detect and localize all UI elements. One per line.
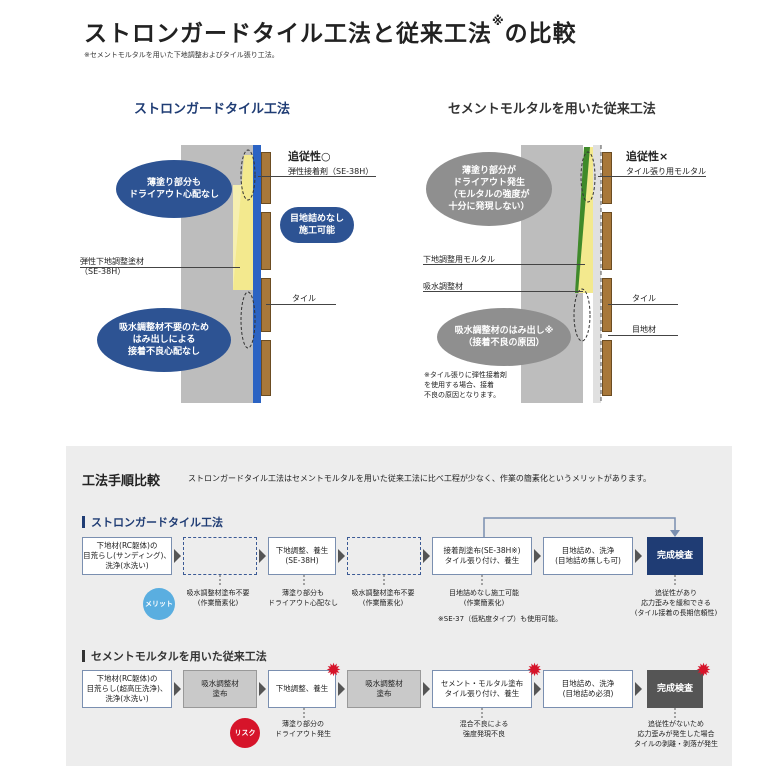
process-panel (66, 446, 732, 766)
left-dash-ellipse-top (240, 149, 256, 201)
row1-note-4: 目地詰めなし施工可能 (作業簡素化) (449, 589, 519, 607)
row1-arrow-3 (338, 549, 345, 563)
merit-badge: メリット (143, 588, 175, 620)
left-oval-top: 薄塗り部分も ドライアウト心配なし (116, 160, 232, 218)
row2-note-2: 混合不良による 強度発現不良 (459, 720, 509, 738)
row2-heading: セメントモルタルを用いた従来工法 (82, 648, 267, 664)
left-tile-line (266, 304, 336, 305)
right-tile-label: タイル (632, 294, 656, 303)
left-wedge (233, 155, 253, 290)
row2-connectors (303, 708, 676, 718)
left-elastic-adhesive (253, 145, 261, 403)
right-tile-2 (602, 212, 612, 270)
row1-arrow-5 (534, 549, 541, 563)
row1-step-1: 下地材(RC躯体)の 目荒らし(サンディング)、 洗浄(水洗い) (82, 537, 172, 575)
row1-step-3: 下地調整、養生 (SE-38H) (268, 537, 336, 575)
right-base-mortar-label: 下地調整用モルタル (423, 255, 495, 264)
left-tile-2 (261, 212, 271, 270)
row1-arrow-1 (174, 549, 181, 563)
left-follow-label: 追従性○ (288, 150, 331, 163)
row1-note-1: 吸水調整材塗布不要 (作業簡素化) (186, 589, 250, 607)
right-heading: セメントモルタルを用いた従来工法 (448, 102, 656, 117)
right-mortar-tile-line (598, 176, 706, 177)
process-title: 工法手順比較 (82, 474, 161, 489)
right-oval-top: 薄塗り部分が ドライアウト発生 （モルタルの強度が 十分に発現しない） (426, 152, 552, 226)
page-title: ストロンガードタイル工法と従来工法※の比較 (84, 14, 577, 47)
left-oval-bottom: 吸水調整材不要のため はみ出しによる 接着不良心配なし (97, 308, 231, 372)
row1-note-5: ※SE-37（低粘度タイプ）も使用可能。 (437, 615, 563, 623)
row1-heading: ストロンガードタイル工法 (82, 514, 223, 530)
row2-note-3: 追従性がないため 応力歪みが発生した場合 タイルの剥離・剥落が発生 (634, 720, 718, 748)
title-footnote: ※セメントモルタルを用いた下地調整およびタイル張り工法。 (84, 51, 279, 59)
left-bubble-mid: 目地詰めなし 施工可能 (280, 207, 354, 243)
left-layers-svg (233, 145, 261, 403)
row1-note-6: 追従性があり 応力歪みを緩和できる (タイル接着の長期信頼性) (634, 589, 718, 617)
right-green-layer (575, 147, 590, 293)
left-se38h-label: 弾性接着剤（SE-38H） (288, 167, 374, 176)
left-heading: ストロンガードタイル工法 (134, 102, 291, 117)
right-tile-4 (602, 340, 612, 396)
risk-star-icon-1: ✹ (326, 660, 342, 681)
left-tile-3 (261, 278, 271, 332)
right-tile-3 (602, 278, 612, 332)
risk-badge: リスク (230, 718, 260, 748)
row1-step-2-empty (183, 537, 257, 575)
right-absorb-line (423, 291, 583, 292)
right-tile-1 (602, 152, 612, 204)
row2-step-2: 吸水調整材 塗布 (183, 670, 257, 708)
row2-arrow-3 (338, 682, 345, 696)
right-footnote: ※タイル張りに弾性接着剤 を使用する場合、接着 不良の原因となります。 (424, 371, 507, 399)
right-layers-svg (573, 145, 602, 403)
process-description: ストロンガードタイル工法はセメントモルタルを用いた従来工法に比べ工程が少なく、作… (188, 474, 652, 483)
risk-star-icon-3: ✹ (696, 660, 712, 681)
left-dash-ellipse-bottom (240, 291, 256, 349)
row2-arrow-4 (423, 682, 430, 696)
row2-step-final: 完成検査 (647, 670, 703, 708)
row1-arrow-6 (635, 549, 642, 563)
row1-note-2: 薄塗り部分も ドライアウト心配なし (268, 589, 338, 607)
row1-step-5: 接着剤塗布(SE-38H※) タイル張り付け、養生 (432, 537, 532, 575)
row2-arrow-2 (259, 682, 266, 696)
row2-arrow-1 (174, 682, 181, 696)
row2-step-1: 下地材(RC躯体)の 目荒らし(超高圧洗浄)、 洗浄(水洗い) (82, 670, 172, 708)
left-base-line (80, 267, 240, 268)
right-joint-label: 目地材 (632, 325, 656, 334)
right-oval-bottom: 吸水調整材のはみ出し※ （接着不良の原因） (437, 308, 571, 366)
row2-note-1: 薄塗り部分の ドライアウト発生 (275, 720, 331, 738)
row1-connectors (219, 575, 676, 585)
row2-step-3: 下地調整、養生 (268, 670, 336, 708)
left-tile-4 (261, 340, 271, 396)
right-tile-line (608, 304, 678, 305)
row2-step-5: セメント・モルタル塗布 タイル張り付け、養生 (432, 670, 532, 708)
row2-step-4: 吸水調整材 塗布 (347, 670, 421, 708)
right-follow-label: 追従性× (626, 150, 669, 163)
row1-step-4-empty (347, 537, 421, 575)
right-joint-line (608, 335, 678, 336)
row1-arrow-4 (423, 549, 430, 563)
left-tile-label: タイル (292, 294, 316, 303)
right-absorb-label: 吸水調整材 (423, 282, 463, 291)
row1-arrow-2 (259, 549, 266, 563)
row1-loop-arrow (483, 517, 680, 542)
left-se38h-line (258, 176, 376, 177)
left-base-label: 弾性下地調整塗材 （SE-38H） (80, 257, 144, 277)
row1-step-6: 目地詰め、洗浄 (目地詰め無しも可) (543, 537, 633, 575)
right-mortar-layer (593, 145, 601, 403)
row1-note-3: 吸水調整材塗布不要 (作業簡素化) (351, 589, 415, 607)
left-tile-1 (261, 152, 271, 204)
row2-arrow-6 (635, 682, 642, 696)
right-mortar-tile-label: タイル張り用モルタル (626, 167, 706, 176)
right-base-mortar-line (423, 264, 585, 265)
row1-step-final: 完成検査 (647, 537, 703, 575)
risk-star-icon-2: ✹ (527, 660, 543, 681)
row2-step-6: 目地詰め、洗浄 (目地詰め必須) (543, 670, 633, 708)
row2-arrow-5 (534, 682, 541, 696)
